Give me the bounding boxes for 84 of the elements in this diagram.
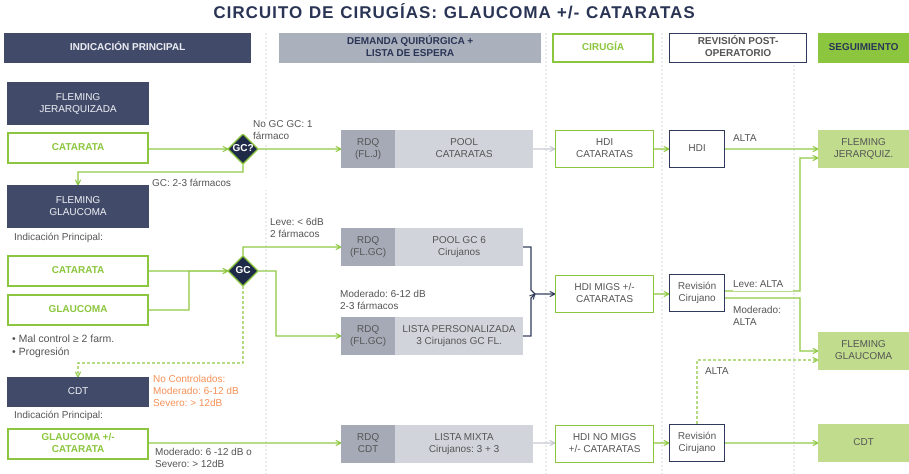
- column-header: [818, 33, 909, 63]
- node-text: DEMANDA QUIRÚRGICA + LISTA DE ESPERA: [346, 36, 474, 60]
- arrow: [725, 440, 819, 446]
- node-text: Revisión Cirujano: [676, 281, 718, 305]
- node-text: FLEMING GLAUCOMA: [48, 194, 108, 218]
- bullet-item: • Mal control ≥ 2 farm.: [12, 333, 114, 346]
- group-box: [7, 82, 149, 125]
- arrow: [149, 268, 229, 311]
- process-box: [7, 255, 149, 287]
- node-text: GLAUCOMA +/- CATARATA: [40, 432, 116, 456]
- list-name: POOL GC 6 Cirujanos: [431, 235, 487, 259]
- node-text: FLEMING JERARQUIZ.: [832, 137, 894, 161]
- list-code: RDQ CDT: [341, 425, 395, 463]
- list-code: RDQ (FL.GC): [341, 317, 395, 355]
- node-text: FLEMING GLAUCOMA: [834, 339, 894, 363]
- column-header: [552, 33, 654, 63]
- node-text: HDI CATARATAS: [574, 137, 634, 161]
- node-text: CATARATA: [52, 265, 104, 277]
- surgery-box: [555, 130, 654, 168]
- arrow: [523, 293, 536, 337]
- decision-diamond: [228, 256, 258, 286]
- list-name: LISTA PERSONALIZADA 3 Cirujanos GC FL.: [401, 324, 517, 348]
- process-box: [7, 294, 149, 326]
- node-text: CDT: [68, 386, 88, 398]
- arrow: [523, 246, 556, 298]
- waiting-list-box: [341, 228, 523, 266]
- node-text: GC: [236, 265, 250, 277]
- arrow: [654, 290, 670, 298]
- review-box: [669, 274, 725, 312]
- node-text: CIRUGÍA: [582, 42, 624, 54]
- waiting-list-box: [341, 317, 523, 355]
- node-text: HDI NO MIGS +/- CATARATAS: [568, 432, 642, 456]
- arrow: [242, 244, 342, 256]
- arrow: [258, 146, 342, 152]
- arrow: [74, 286, 244, 378]
- node-text: FLEMING JERARQUIZADA: [38, 92, 118, 116]
- review-box: [669, 424, 725, 462]
- node-text: GLAUCOMA: [48, 304, 108, 316]
- arrow: [149, 146, 229, 152]
- process-box: [7, 132, 149, 164]
- process-box: [7, 428, 149, 460]
- column-header: [4, 33, 251, 63]
- follow-up-box: [818, 332, 909, 370]
- node-text: HDI MIGS +/- CATARATAS: [573, 282, 636, 306]
- node-text: REVISIÓN POST-OPERATORIO: [696, 36, 780, 60]
- arrow: [149, 440, 342, 446]
- surgery-box: [555, 275, 654, 313]
- arrow: [725, 154, 819, 292]
- waiting-list-box: [341, 425, 533, 463]
- list-name: LISTA MIXTA Cirujanos: 3 + 3: [428, 432, 500, 456]
- group-box: [7, 185, 149, 228]
- arrow: [533, 440, 556, 446]
- section-label: Indicación Principal:: [14, 232, 103, 244]
- surgery-box: [555, 425, 654, 463]
- list-name: POOL CATARATAS: [434, 137, 494, 161]
- group-box: [7, 377, 149, 407]
- follow-up-box: [818, 130, 909, 168]
- node-text: GC?: [232, 143, 254, 155]
- arrow: [654, 440, 670, 446]
- review-box: [669, 130, 725, 168]
- edge-label: Leve: ALTA: [733, 279, 793, 291]
- arrow: [74, 164, 244, 186]
- list-code: RDQ (FL.GC): [341, 228, 395, 266]
- node-text: CATARATA: [52, 142, 104, 154]
- node-text: HDI: [688, 143, 706, 155]
- condition-note: No Controlados: Moderado: 6-12 dB Severo: > 12dB: [153, 374, 240, 410]
- node-text: Revisión Cirujano: [676, 431, 718, 455]
- arrow: [654, 146, 670, 152]
- waiting-list-box: [341, 130, 533, 168]
- arrow: [533, 146, 556, 152]
- column-header: [279, 33, 541, 63]
- arrow: [696, 356, 819, 424]
- column-header: [669, 33, 807, 63]
- section-label: Indicación Principal:: [14, 410, 103, 422]
- follow-up-box: [818, 424, 909, 462]
- arrow: [725, 146, 819, 152]
- arrow: [725, 297, 819, 354]
- bullet-item: • Progresión: [12, 346, 70, 360]
- list-code: RDQ (FL.J): [341, 130, 395, 168]
- node-text: SEGUIMIENTO: [828, 42, 898, 54]
- node-text: INDICACIÓN PRINCIPAL: [70, 42, 186, 54]
- diagram-title: CIRCUITO DE CIRUGÍAS: GLAUCOMA +/- CATARATAS: [212, 3, 697, 23]
- node-text: CDT: [853, 437, 874, 449]
- arrow: [258, 270, 342, 340]
